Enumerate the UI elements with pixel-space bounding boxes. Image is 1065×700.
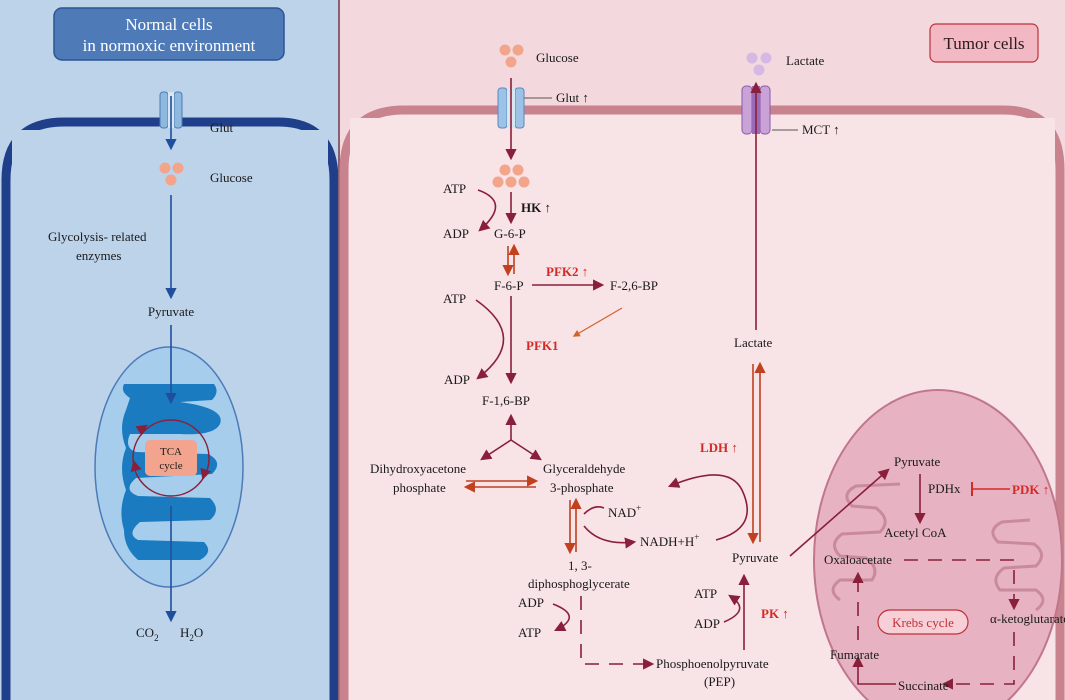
tumor-glucose-in-icon xyxy=(492,164,530,188)
normal-panel-title-line1: Normal cells xyxy=(125,15,212,34)
tumor-pfk2-label: PFK2 ↑ xyxy=(546,264,588,279)
tumor-pyruvate-import-arrow xyxy=(789,468,890,557)
normal-tca-cycle-ring xyxy=(132,419,210,497)
tumor-glucose-out-label: Glucose xyxy=(536,50,579,65)
tca-cycle-arrow-right xyxy=(200,467,212,481)
tumor-pk-label: PK ↑ xyxy=(761,606,789,621)
tumor-mct-label: MCT ↑ xyxy=(802,122,840,137)
tumor-glucose-out-icon xyxy=(499,44,524,68)
tumor-atp-adp-arc-1 xyxy=(477,189,497,232)
tumor-atp1-label: ATP xyxy=(443,181,466,196)
tumor-hk-label: HK ↑ xyxy=(521,200,551,215)
tumor-bpg-label-line2: diphosphoglycerate xyxy=(528,576,630,591)
tumor-panel-title: Tumor cells xyxy=(943,34,1024,53)
tumor-fumarate-label: Fumarate xyxy=(830,647,879,662)
tumor-atp3-label: ATP xyxy=(518,625,541,640)
tumor-dhap-label-line1: Dihydroxyacetone xyxy=(370,461,466,476)
tumor-f6p-label: F-6-P xyxy=(494,278,524,293)
normal-cell-panel: Normal cells in normoxic environment Glu… xyxy=(0,0,339,700)
tumor-gap-label-line1: Glyceraldehyde xyxy=(543,461,626,476)
tumor-aldolase-arrow-left xyxy=(480,439,512,461)
tumor-atp-adp-arc-2 xyxy=(475,299,505,380)
tumor-mitochondrion-icon xyxy=(813,389,1063,700)
tumor-adp4-label: ADP xyxy=(694,616,720,631)
tumor-atp4-label: ATP xyxy=(694,586,717,601)
tumor-pfk1-label: PFK1 xyxy=(526,338,559,353)
tumor-pyruvate-cyto-label: Pyruvate xyxy=(732,550,778,565)
tumor-lactate-in-label: Lactate xyxy=(734,335,772,350)
tumor-f26bp-activates-pfk1-arrow xyxy=(572,307,623,337)
normal-co2-label: CO2 xyxy=(136,625,159,643)
normal-enzymes-label-line1: Glycolysis- related xyxy=(48,229,147,244)
tumor-pep-label-line2: (PEP) xyxy=(704,674,735,689)
tumor-gap-label-line2: 3-phosphate xyxy=(550,480,614,495)
tumor-nadh-label: NADH+H+ xyxy=(640,532,699,549)
tumor-oxaloacetate-label: Oxaloacetate xyxy=(824,552,892,567)
tumor-acetyl-coa-label: Acetyl CoA xyxy=(884,525,947,540)
tumor-ldh-nad-regeneration-arrow xyxy=(667,474,748,541)
tumor-krebs-cycle-box xyxy=(877,609,969,635)
normal-glucose-label: Glucose xyxy=(210,170,253,185)
normal-h2o-label: H2O xyxy=(180,625,203,643)
tumor-f16bp-label: F-1,6-BP xyxy=(482,393,530,408)
tumor-lactate-out-icon xyxy=(746,52,772,76)
tumor-atp-adp-arc-4 xyxy=(723,594,741,623)
tumor-ldh-label: LDH ↑ xyxy=(700,440,738,455)
tumor-dhap-label-line2: phosphate xyxy=(393,480,446,495)
tumor-atp2-label: ATP xyxy=(443,291,466,306)
normal-enzymes-label-line2: enzymes xyxy=(76,248,121,263)
tumor-succinate-label: Succinate xyxy=(898,678,949,693)
tumor-krebs-cycle-label: Krebs cycle xyxy=(892,615,954,630)
tumor-glut-label: Glut ↑ xyxy=(556,90,589,105)
tumor-adp2-label: ADP xyxy=(444,372,470,387)
normal-glut-label: Glut xyxy=(210,120,234,135)
tumor-aldolase-arrow-right xyxy=(510,439,542,461)
tca-cycle-arrow-top xyxy=(135,424,148,436)
tumor-lactate-out-label: Lactate xyxy=(786,53,824,68)
tumor-adp1-label: ADP xyxy=(443,226,469,241)
tumor-akg-label: α-ketoglutarate xyxy=(990,611,1065,626)
normal-panel-title-box xyxy=(53,7,285,61)
normal-glucose-icon xyxy=(159,162,184,186)
tumor-pdhx-label: PDHx xyxy=(928,481,961,496)
tumor-panel-title-box xyxy=(929,23,1039,63)
tumor-g6p-label: G-6-P xyxy=(494,226,526,241)
tumor-cell-panel: Tumor cells Glucose Glut ↑ Lactate xyxy=(339,0,1065,700)
normal-pyruvate-label: Pyruvate xyxy=(148,304,194,319)
tumor-pdk-label: PDK ↑ xyxy=(1012,482,1049,497)
tumor-atp-adp-arc-3 xyxy=(552,603,571,632)
tumor-adp3-label: ADP xyxy=(518,595,544,610)
krebs-akg-to-succinate xyxy=(941,632,1015,690)
tumor-bpg-label-line1: 1, 3- xyxy=(568,558,592,573)
normal-tca-label-line2: cycle xyxy=(159,460,182,472)
normal-tca-box xyxy=(145,440,197,476)
normal-panel-title-line2: in normoxic environment xyxy=(83,36,256,55)
tumor-f26bp-label: F-2,6-BP xyxy=(610,278,658,293)
tumor-nad-connector xyxy=(583,506,605,515)
tumor-nadh-arrow xyxy=(583,525,637,549)
krebs-succinate-to-fumarate xyxy=(852,655,896,685)
tca-cycle-arrow-left xyxy=(130,459,142,473)
krebs-oxaloacetate-to-akg xyxy=(904,559,1020,611)
normal-tca-label-line1: TCA xyxy=(160,446,182,458)
tumor-pep-label-line1: Phosphoenolpyruvate xyxy=(656,656,769,671)
tumor-nad-label: NAD+ xyxy=(608,503,641,520)
tumor-pyruvate-mito-label: Pyruvate xyxy=(894,454,940,469)
